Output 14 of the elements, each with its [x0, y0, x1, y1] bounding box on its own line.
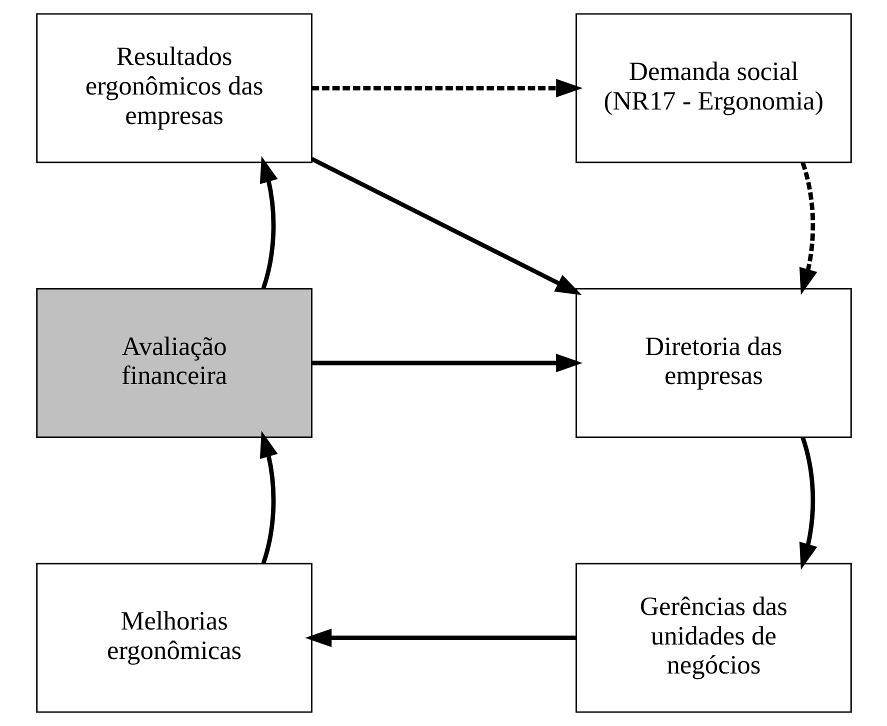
- arrow: [310, 156, 582, 296]
- arrow: [798, 436, 817, 570]
- arrow: [311, 354, 582, 372]
- node-box: Melhorias ergonômicas: [36, 562, 312, 713]
- node-box: Resultados ergonômicos das empresas: [36, 13, 312, 164]
- node-box: Demanda social (NR17 - Ergonomia): [575, 13, 852, 164]
- node-box: Avaliação financeira: [36, 288, 312, 438]
- node-box: Diretoria das empresas: [575, 288, 852, 438]
- arrow: [304, 628, 576, 648]
- arrow: [798, 162, 817, 295]
- arrow: [311, 78, 582, 98]
- arrow: [259, 430, 278, 564]
- node-box: Gerências das unidades de negócios: [575, 562, 852, 713]
- arrow: [259, 156, 278, 290]
